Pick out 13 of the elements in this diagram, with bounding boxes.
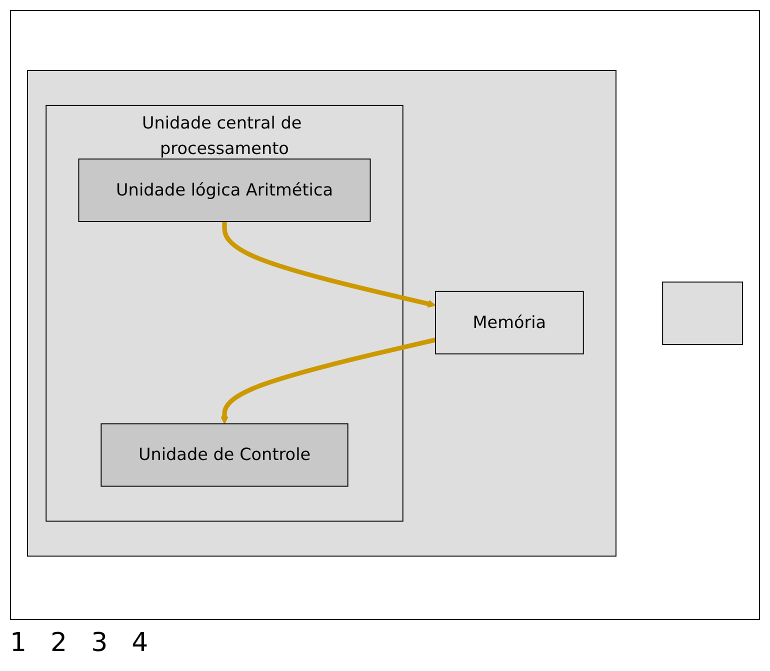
callout-number: 4 [132,628,148,658]
arrow [220,337,436,424]
arrow [222,221,436,308]
callout-number: 1 [10,628,27,658]
cluster [27,70,616,556]
node-box [78,158,371,222]
cluster [46,104,404,522]
node-box [662,281,743,345]
callout-number: 2 [50,628,68,658]
callout-number: 3 [91,628,108,658]
node-box [100,423,348,486]
node-box [435,290,584,354]
outer-frame: Unidade central de processamento Unidade de Controle Memória Unidade lógica Aritmética [10,10,760,620]
